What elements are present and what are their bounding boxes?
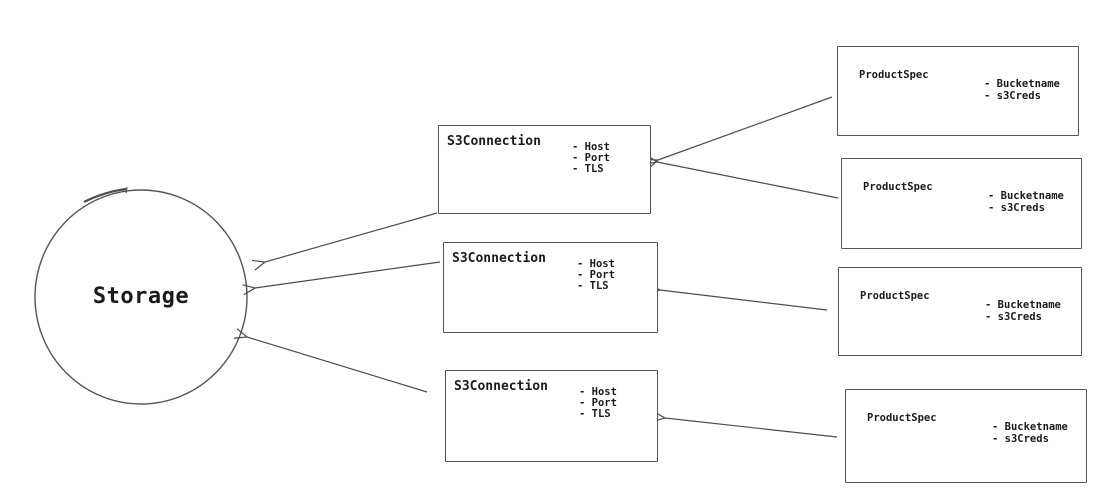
arrow-s3-connection-3-to-storage: [247, 337, 428, 393]
node-attributes: - Host - Port - TLS: [579, 387, 617, 420]
attribute: - TLS: [577, 280, 609, 292]
node-title: S3Connection: [447, 134, 541, 149]
attribute: - Bucketname: [992, 421, 1068, 433]
arrow-product-spec-2-to-s3-connection-1: [657, 162, 839, 199]
attribute: - s3Creds: [985, 311, 1042, 323]
attribute: - Bucketname: [984, 78, 1060, 90]
product-spec-node-3: ProductSpec - Bucketname - s3Creds: [838, 267, 1082, 356]
node-attributes: - Bucketname - s3Creds: [984, 78, 1060, 102]
arrow-s3-connection-2-to-storage: [255, 261, 441, 288]
node-attributes: - Host - Port - TLS: [572, 142, 610, 175]
product-spec-node-1: ProductSpec - Bucketname - s3Creds: [837, 46, 1079, 136]
arrow-s3-connection-1-to-storage: [265, 212, 438, 262]
attribute: - Host: [572, 141, 610, 153]
attribute: - Bucketname: [985, 299, 1061, 311]
s3-connection-node-1: S3Connection - Host - Port - TLS: [438, 125, 651, 214]
attribute: - TLS: [572, 163, 604, 175]
node-title: S3Connection: [454, 379, 548, 394]
attribute: - Port: [577, 269, 615, 281]
storage-node-label: Storage: [92, 284, 190, 309]
storage-circle: [34, 189, 248, 405]
node-attributes: - Host - Port - TLS: [577, 259, 615, 292]
arrow-product-spec-4-to-s3-connection-3: [665, 418, 838, 438]
s3-connection-node-2: S3Connection - Host - Port - TLS: [443, 242, 658, 333]
circle-stroke-tick: [125, 186, 128, 194]
attribute: - Port: [572, 152, 610, 164]
node-title: ProductSpec: [859, 69, 929, 81]
attribute: - s3Creds: [988, 202, 1045, 214]
node-attributes: - Bucketname - s3Creds: [992, 421, 1068, 445]
node-title: S3Connection: [452, 251, 546, 266]
attribute: - Port: [579, 397, 617, 409]
attribute: - s3Creds: [984, 90, 1041, 102]
s3-connection-node-3: S3Connection - Host - Port - TLS: [445, 370, 658, 462]
node-attributes: - Bucketname - s3Creds: [988, 190, 1064, 214]
attribute: - Bucketname: [988, 190, 1064, 202]
attribute: - s3Creds: [992, 433, 1049, 445]
arrow-product-spec-3-to-s3-connection-2: [660, 290, 828, 311]
arrow-product-spec-1-to-s3-connection-1: [658, 96, 833, 160]
product-spec-node-4: ProductSpec - Bucketname - s3Creds: [845, 389, 1087, 483]
product-spec-node-2: ProductSpec - Bucketname - s3Creds: [841, 158, 1082, 249]
attribute: - Host: [577, 258, 615, 270]
attribute: - TLS: [579, 408, 611, 420]
node-title: ProductSpec: [863, 181, 933, 193]
node-attributes: - Bucketname - s3Creds: [985, 299, 1061, 323]
node-title: ProductSpec: [860, 290, 930, 302]
attribute: - Host: [579, 386, 617, 398]
circle-stroke-overlap: [83, 187, 127, 203]
node-title: ProductSpec: [867, 412, 937, 424]
